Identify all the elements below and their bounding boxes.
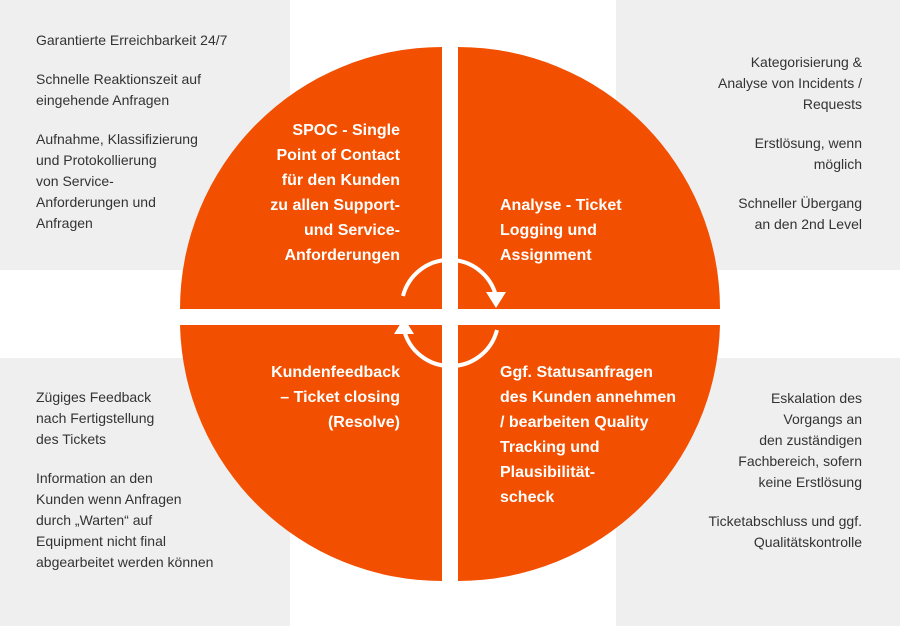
- quadrant-label-top-right: Analyse - Ticket Logging und Assignment: [500, 197, 622, 264]
- note-item: Aufnahme, Klassifizierung und Protokolli…: [36, 131, 198, 231]
- quadrant-bottom-right: [458, 325, 720, 581]
- note-item: Ticketabschluss und ggf. Qualitätskontro…: [708, 513, 862, 550]
- quadrant-label-bottom-right: Ggf. Statusanfragen des Kunden annehmen …: [500, 364, 677, 506]
- note-item: Schnelle Reaktionszeit auf eingehende An…: [36, 71, 201, 108]
- quadrant-top-right: [458, 47, 720, 309]
- circular-arrows-icon: [394, 257, 506, 369]
- note-item: Garantierte Erreichbarkeit 24/7: [36, 32, 228, 48]
- quadrant-label-bottom-left: Kundenfeedback – Ticket closing (Resolve…: [271, 364, 400, 431]
- quadrant-label-top-left: SPOC - Single Point of Contact für den K…: [270, 122, 400, 264]
- note-item: Schneller Übergang an den 2nd Level: [738, 195, 862, 232]
- note-item: Zügiges Feedback nach Fertigstellung des…: [36, 389, 155, 447]
- quadrant-top-left: [180, 47, 442, 309]
- notes-top-right: Kategorisierung & Analyse von Incidents …: [622, 52, 862, 253]
- note-item: Erstlösung, wenn möglich: [754, 135, 862, 172]
- note-item: Kategorisierung & Analyse von Incidents …: [718, 54, 862, 112]
- quadrant-bottom-left: [180, 325, 442, 581]
- note-item: Eskalation des Vorgangs an den zuständig…: [738, 390, 862, 490]
- note-item: Information an den Kunden wenn Anfragen …: [36, 470, 214, 570]
- notes-top-left: Garantierte Erreichbarkeit 24/7 Schnelle…: [36, 30, 276, 252]
- notes-bottom-left: Zügiges Feedback nach Fertigstellung des…: [36, 387, 286, 591]
- notes-bottom-right: Eskalation des Vorgangs an den zuständig…: [622, 388, 862, 571]
